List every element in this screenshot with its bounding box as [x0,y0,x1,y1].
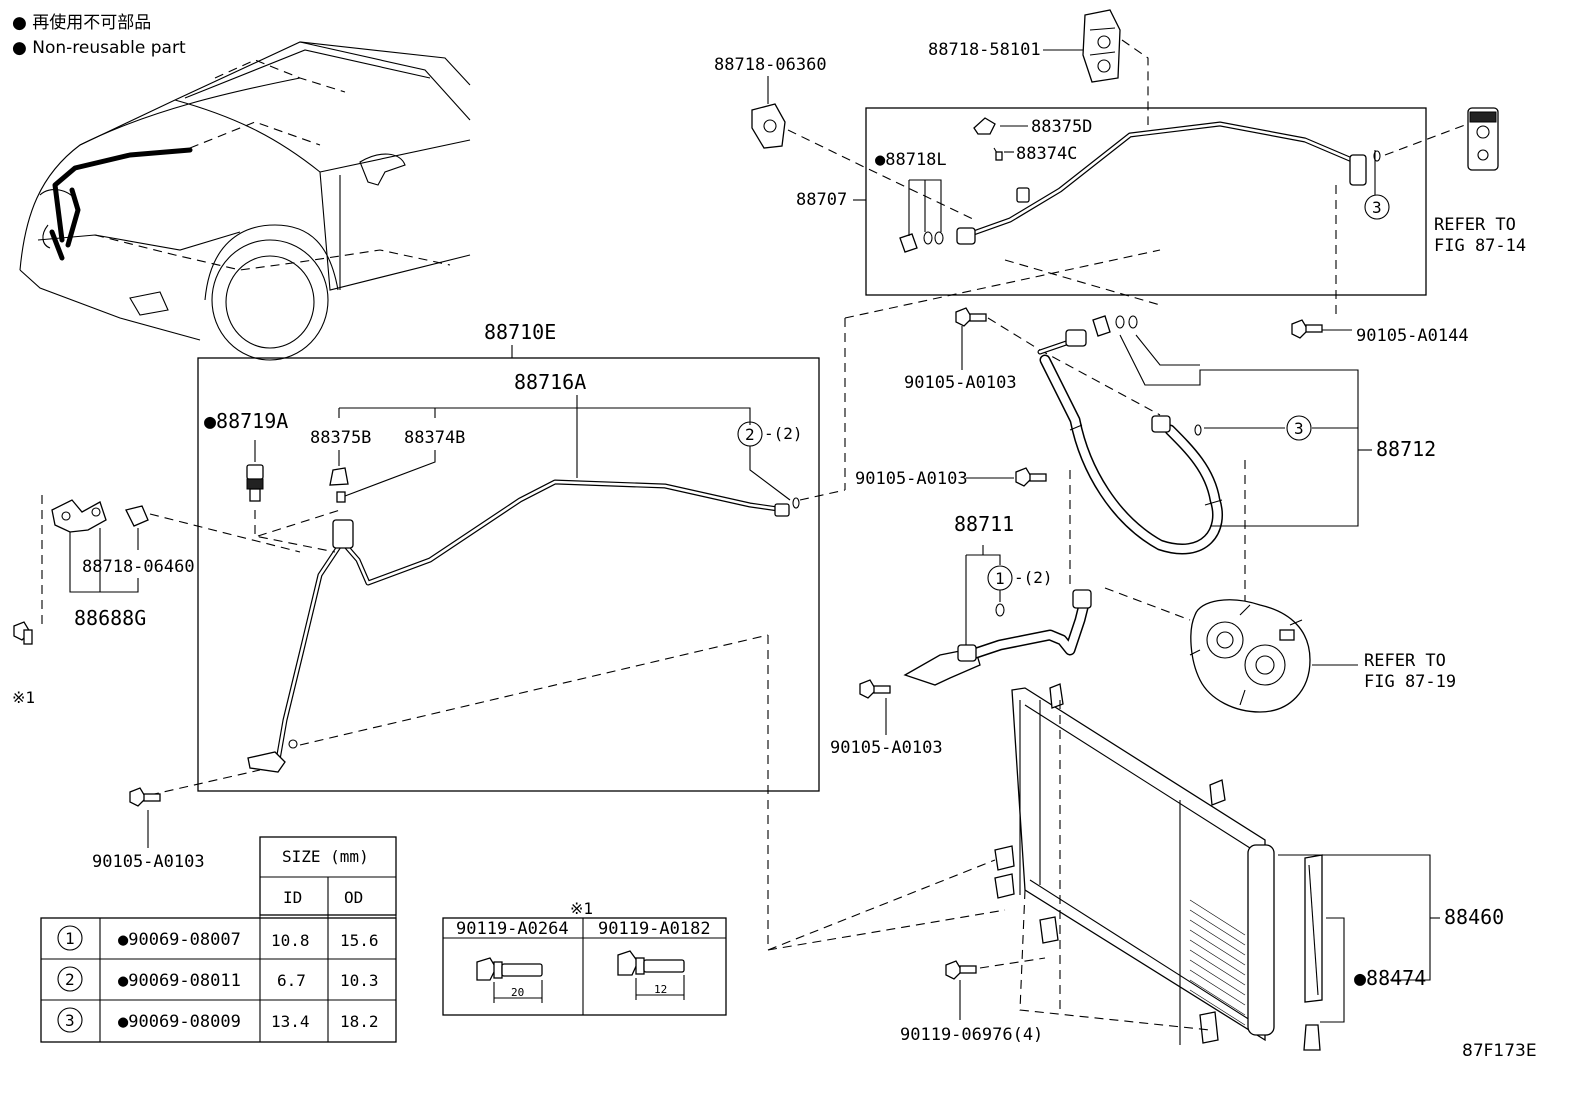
callout-circle-3-b [1286,415,1312,441]
label-qty2-88716A: -(2) [764,424,803,443]
label-90119-06976: 90119-06976(4) [900,1025,1043,1045]
pressure-switch-88719A [246,464,264,502]
bracket-88688G [51,499,107,533]
bolt-90105-A0103-c [859,679,891,699]
size-table [40,836,397,1043]
bolt-note1 [13,621,33,645]
valve-core-88374C [993,147,1003,161]
callout-3-text: 3 [1372,198,1382,217]
expansion-valve [1467,107,1499,171]
bolt-90119-06976 [945,960,977,980]
label-refer-87-14-b: FIG 87-14 [1434,236,1526,256]
label-90105-A0103-a: 90105-A0103 [904,373,1017,393]
bolt-table-len2: 12 [654,983,667,996]
size-row-id: 6.7 [277,971,306,990]
callout-circle-3 [1364,194,1390,220]
box-88710E [197,357,820,792]
size-row-od: 15.6 [340,931,379,950]
label-88711: 88711 [954,512,1014,536]
label-88375B: 88375B [310,428,371,448]
label-88374B: 88374B [404,428,465,448]
label-88374C: 88374C [1016,144,1077,164]
bolt-90105-A0103-a [955,307,987,327]
size-row-id: 13.4 [271,1012,310,1031]
hose-88712 [1037,315,1223,555]
clip-88718-06460 [125,505,149,527]
size-row-part: ●90069-08011 [118,971,241,991]
legend-non-reusable: ● Non-reusable part [12,38,186,58]
clamp-88718-06360 [751,103,786,149]
bolt-table-len1: 20 [511,986,524,999]
svg-text:1: 1 [995,569,1005,588]
valve-core-88374B [336,491,346,503]
size-row-ref: 2 [65,970,75,989]
size-row-od: 18.2 [340,1012,379,1031]
label-note-mark-left: ※1 [12,688,35,707]
label-88719A: ●88719A [204,409,288,433]
label-88707: 88707 [796,190,847,210]
legend-japanese: ● 再使用不可部品 [12,12,151,33]
leader-88718L [908,179,942,236]
label-88375D: 88375D [1031,117,1092,137]
pipe-88707 [956,121,1367,245]
size-table-col-od: OD [344,888,363,907]
size-table-header: SIZE (mm) [282,847,369,866]
size-row-ref: 1 [65,929,75,948]
label-90105-A0103-d: 90105-A0103 [92,852,205,872]
size-row-id: 10.8 [271,931,310,950]
figure-id: 87F173E [1462,1041,1537,1061]
size-row-od: 10.3 [340,971,379,990]
svg-text:2: 2 [745,425,755,444]
label-88460: 88460 [1444,905,1504,929]
label-88710E: 88710E [484,320,556,344]
size-row-part: ●90069-08007 [118,930,241,950]
label-qty2-88711: -(2) [1014,568,1053,587]
label-88688G: 88688G [74,606,146,630]
label-90105-A0103-b: 90105-A0103 [855,469,968,489]
clamp-88718-58101 [1082,9,1121,83]
bolt-90105-A0103-d [129,787,161,807]
size-table-col-id: ID [283,888,302,907]
clip-88718L [899,231,944,253]
label-88716A: 88716A [514,370,586,394]
bolt-90105-A0103-b [1015,467,1047,487]
bolt-table-col2: 90119-A0182 [598,919,711,939]
label-88474: ●88474 [1354,966,1426,990]
vehicle-outline [19,41,471,361]
compressor [1189,599,1311,713]
size-row-ref: 3 [65,1011,75,1030]
label-88712: 88712 [1376,437,1436,461]
label-refer-87-19-a: REFER TO [1364,651,1446,671]
label-90105-A0144: 90105-A0144 [1356,326,1469,346]
label-90105-A0103-c: 90105-A0103 [830,738,943,758]
bolt-table-mark: ※1 [570,899,593,918]
hose-88711 [903,589,1092,686]
svg-text:3: 3 [1294,419,1304,438]
label-88718L: ●88718L [875,150,947,170]
valve-cap-88375B [329,467,349,486]
label-88718-06360: 88718-06360 [714,55,827,75]
bolt-90105-A0144 [1291,319,1323,339]
bolt-table [442,917,727,1016]
bolt-table-col1: 90119-A0264 [456,919,569,939]
dryer-88474 [1303,854,1323,1051]
label-refer-87-19-b: FIG 87-19 [1364,672,1456,692]
label-refer-87-14-a: REFER TO [1434,215,1516,235]
size-row-part: ●90069-08009 [118,1012,241,1032]
label-88718-58101: 88718-58101 [928,40,1041,60]
box-88707 [865,107,1427,296]
condenser-88460 [994,683,1275,1045]
valve-cap-88375D [973,117,996,135]
label-88718-06460: 88718-06460 [82,557,195,577]
pipe-88716A [247,479,790,773]
